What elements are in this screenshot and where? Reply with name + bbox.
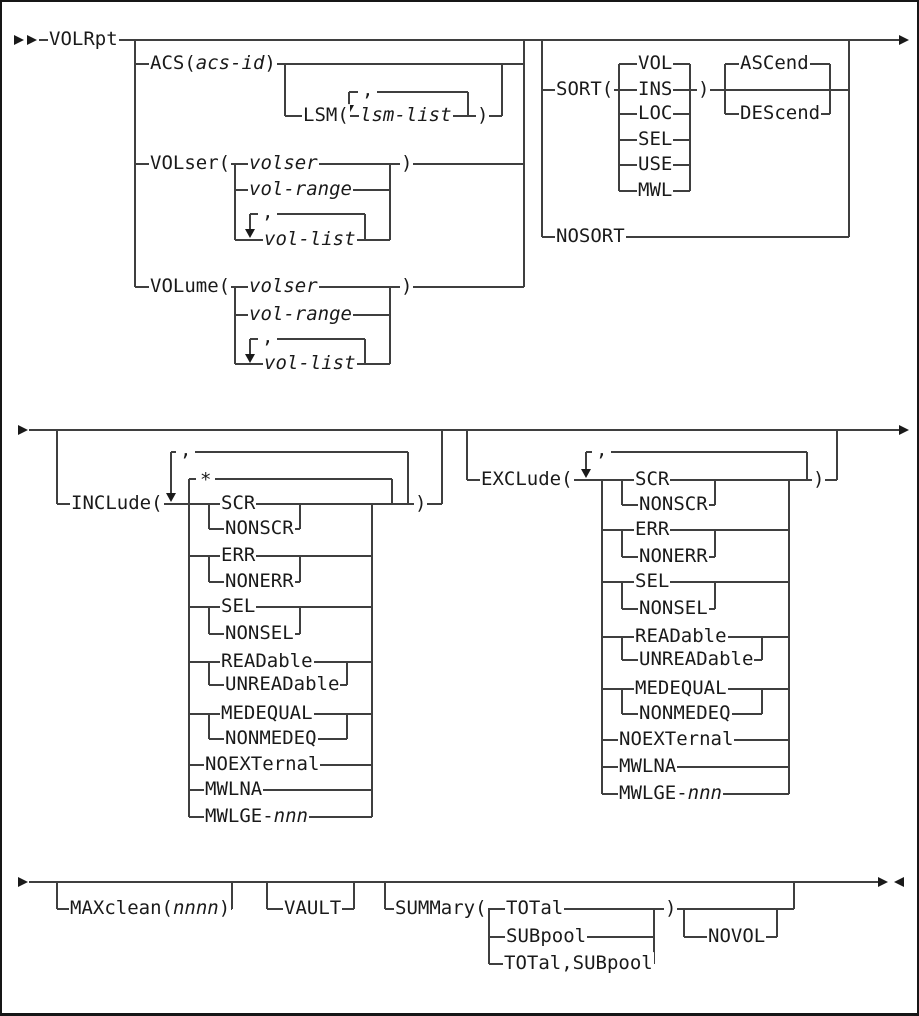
exclude-option-medequal: MEDEQUAL xyxy=(634,677,728,700)
keyword-volser-close: ) xyxy=(400,152,414,175)
continue-arrow-icon xyxy=(899,425,909,435)
vol-list-variable: vol-list xyxy=(263,352,357,375)
exclude-option-noexternal: NOEXTernal xyxy=(618,728,735,751)
repeat-arrow-icon xyxy=(166,493,176,502)
nnnn-variable: nnnn xyxy=(172,897,219,920)
vol-list-variable: vol-list xyxy=(263,228,357,251)
sort-option-ins: INS xyxy=(637,78,674,101)
vol-range-variable: vol-range xyxy=(248,303,353,326)
keyword-volser-open: VOLser( xyxy=(149,152,232,175)
keyword-volrpt: VOLRpt xyxy=(48,28,119,51)
exclude-option-nonmedeq: NONMEDEQ xyxy=(638,702,732,725)
keyword-maxclean: MAXclean(nnnn) xyxy=(69,897,232,920)
continue-arrow-icon xyxy=(18,877,28,887)
keyword-descend: DEScend xyxy=(739,102,822,125)
include-option-unreadable: UNREADable xyxy=(224,673,341,696)
volume-loop-comma: , xyxy=(258,325,278,348)
keyword-summary-close: ) xyxy=(664,897,678,920)
start-arrow-icon xyxy=(14,35,24,45)
volser-variable: volser xyxy=(248,275,319,298)
vol-range-variable: vol-range xyxy=(248,178,353,201)
keyword-include-open: INCLude( xyxy=(70,492,164,515)
repeat-arrow-icon xyxy=(245,229,255,238)
lsm-loop-comma: , xyxy=(358,78,378,101)
start-arrow-icon xyxy=(27,35,37,45)
repeat-arrow-icon xyxy=(245,354,255,363)
include-option-nonmedeq: NONMEDEQ xyxy=(224,727,318,750)
exclude-option-nonsel: NONSEL xyxy=(638,597,709,620)
rails-row2 xyxy=(29,429,900,818)
include-option-noexternal: NOEXTernal xyxy=(204,753,321,776)
keyword-include-close: ) xyxy=(414,492,428,515)
acs-open: ACS( xyxy=(150,52,196,75)
keyword-novol: NOVOL xyxy=(707,925,767,948)
end-arrow-right-icon xyxy=(878,877,888,887)
include-option-nonscr: NONSCR xyxy=(224,517,295,540)
include-option-nonerr: NONERR xyxy=(224,570,295,593)
keyword-nosort: NOSORT xyxy=(555,225,626,248)
sort-option-use: USE xyxy=(637,153,674,176)
exclude-option-scr: SCR xyxy=(634,468,671,491)
continue-arrow-icon xyxy=(899,35,909,45)
exclude-option-nonscr: NONSCR xyxy=(638,493,709,516)
include-option-sel: SEL xyxy=(220,595,257,618)
exclude-option-unreadable: UNREADable xyxy=(638,648,755,671)
exclude-option-readable: READable xyxy=(634,625,728,648)
keyword-volume-close: ) xyxy=(400,275,414,298)
keyword-ascend: ASCend xyxy=(739,52,810,75)
include-star-option: * xyxy=(196,468,216,491)
exclude-option-err: ERR xyxy=(634,518,671,541)
sort-option-mwl: MWL xyxy=(637,179,674,202)
exclude-loop-comma: , xyxy=(592,438,612,461)
sort-option-vol: VOL xyxy=(637,52,674,75)
keyword-volume-open: VOLume( xyxy=(149,275,232,298)
include-option-medequal: MEDEQUAL xyxy=(220,702,314,725)
exclude-option-nonerr: NONERR xyxy=(638,545,709,568)
end-arrow-left-icon xyxy=(894,877,904,887)
summary-option-subpool: SUBpool xyxy=(505,925,588,948)
acs-close: ) xyxy=(264,52,276,75)
keyword-vault: VAULT xyxy=(283,897,343,920)
sort-option-loc: LOC xyxy=(637,102,674,125)
keyword-exclude-open: EXCLude( xyxy=(480,468,574,491)
include-option-nonsel: NONSEL xyxy=(224,622,295,645)
exclude-option-mwlge: MWLGE-nnn xyxy=(618,782,723,805)
include-option-mwlna: MWLNA xyxy=(204,778,264,801)
include-option-scr: SCR xyxy=(220,492,257,515)
nnn-variable: nnn xyxy=(273,805,308,828)
include-option-mwlge: MWLGE-nnn xyxy=(204,805,309,828)
exclude-option-mwlna: MWLNA xyxy=(618,755,678,778)
include-option-readable: READable xyxy=(220,650,314,673)
volser-variable: volser xyxy=(248,152,319,175)
summary-option-total-subpool: TOTal,SUBpool xyxy=(503,952,654,975)
nnn-variable: nnn xyxy=(687,782,722,805)
keyword-sort-close: ) xyxy=(697,78,711,101)
keyword-sort-open: SORT( xyxy=(555,78,615,101)
keyword-summary-open: SUMMary( xyxy=(394,897,488,920)
include-option-err: ERR xyxy=(220,544,257,567)
rails-row3 xyxy=(29,881,879,965)
volser-loop-comma: , xyxy=(258,200,278,223)
keyword-acs: ACS(acs-id) xyxy=(149,52,277,75)
sort-option-sel: SEL xyxy=(637,128,674,151)
continue-arrow-icon xyxy=(18,425,28,435)
keyword-lsm-open: LSM( xyxy=(302,104,350,127)
summary-option-total: TOTal xyxy=(505,897,565,920)
keyword-lsm-close: ) xyxy=(476,104,490,127)
rails-row1 xyxy=(39,39,900,365)
include-loop-comma: , xyxy=(176,438,196,461)
keyword-exclude-close: ) xyxy=(812,468,826,491)
lsm-list-variable: lsm-list xyxy=(359,104,453,127)
repeat-arrow-icon xyxy=(581,469,591,478)
exclude-option-sel: SEL xyxy=(634,570,671,593)
acs-id-variable: acs-id xyxy=(195,52,265,75)
